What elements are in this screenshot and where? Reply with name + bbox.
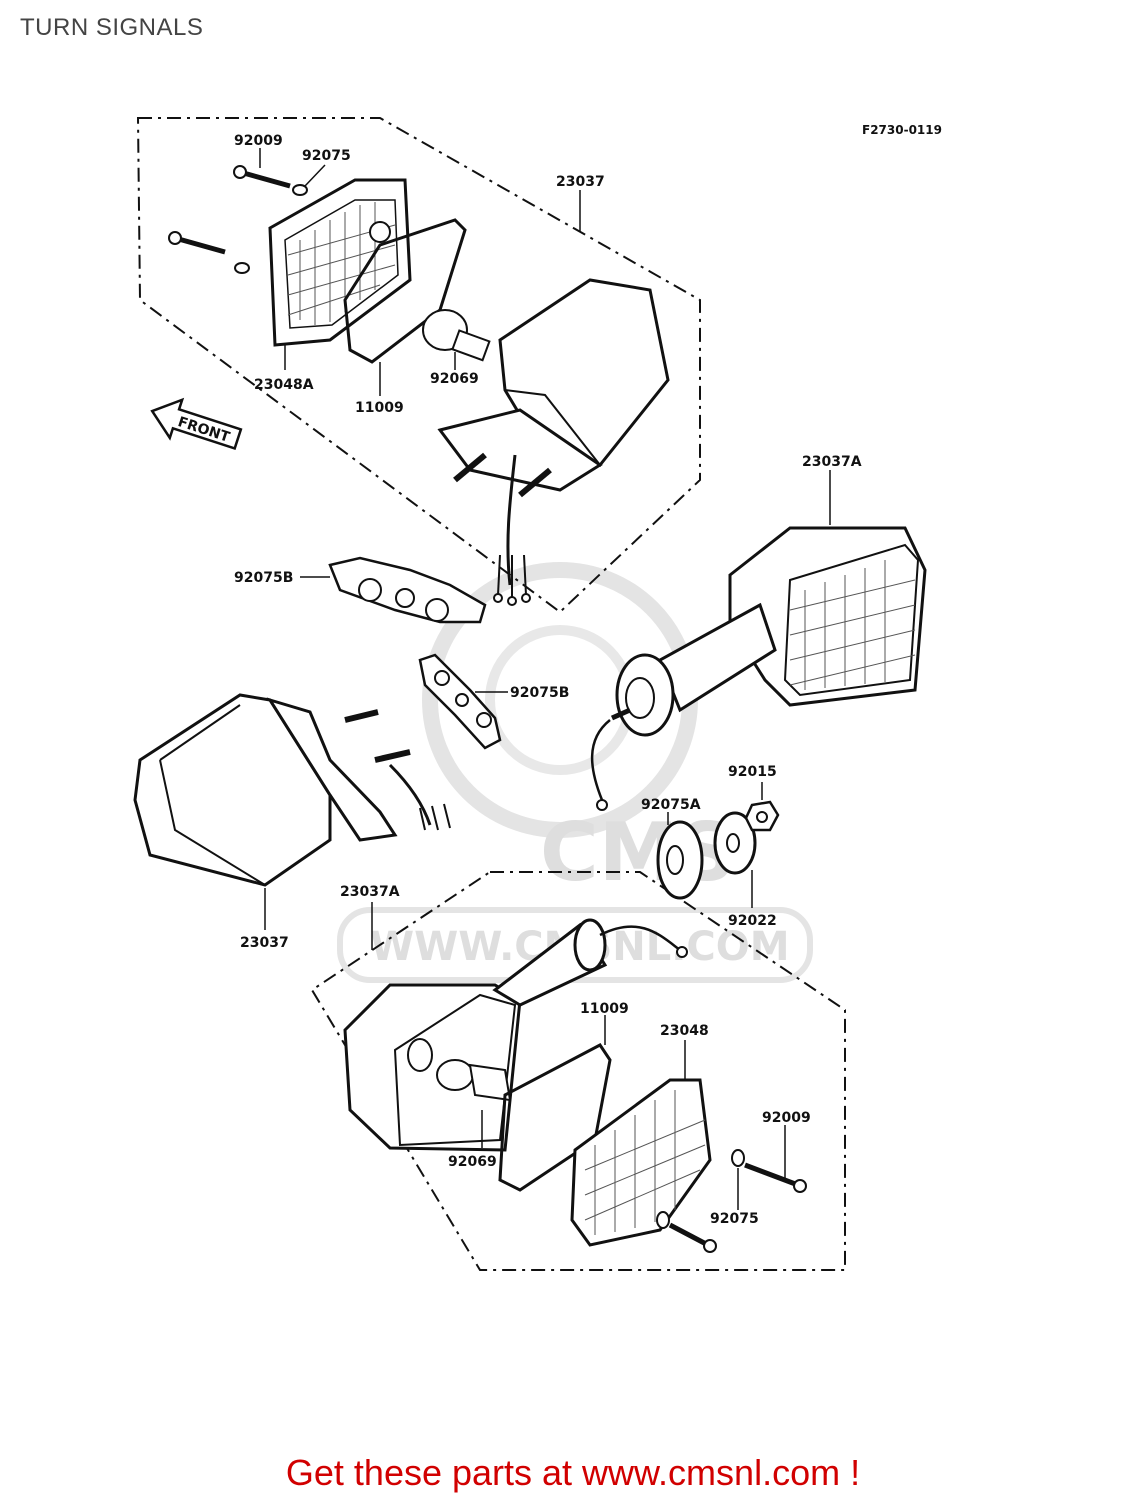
top-assembly-boundary — [136, 117, 701, 614]
grommet-92075A — [656, 812, 704, 900]
part-label-92075B-a: 92075B — [234, 570, 293, 586]
front-direction-arrow: FRONT — [150, 397, 243, 450]
nut-92015 — [744, 782, 780, 832]
part-label-11009-bottom: 11009 — [580, 1001, 629, 1017]
top-lens-23048A — [268, 178, 412, 347]
bulb-92069-bottom — [436, 1059, 512, 1148]
part-label-92075-bottom: 92075 — [710, 1211, 759, 1227]
part-label-11009-top: 11009 — [355, 400, 404, 416]
leaders-top — [259, 148, 581, 396]
diagram-code: F2730-0119 — [862, 123, 942, 137]
watermark-logo: CMS — [540, 806, 736, 899]
lens-23048 — [570, 1040, 712, 1247]
part-label-23037A-right: 23037A — [802, 454, 862, 470]
screw-92009-top-a — [233, 165, 291, 189]
part-label-92022: 92022 — [728, 913, 777, 929]
turn-signal-right-23037A — [590, 470, 927, 811]
top-gasket-11009 — [343, 218, 467, 364]
cta-link[interactable]: Get these parts at www.cmsnl.com ! — [285, 1452, 861, 1493]
washer-92075-top — [234, 184, 308, 274]
part-label-92075-top: 92075 — [302, 148, 351, 164]
part-label-92009-bottom: 92009 — [762, 1110, 811, 1126]
turn-signal-housing-top-23037 — [437, 278, 670, 606]
part-label-23037-top: 23037 — [556, 174, 605, 190]
washer-92075-bottom — [656, 1149, 745, 1229]
part-label-92075A: 92075A — [641, 797, 701, 813]
bottom-assembly-boundary — [310, 871, 846, 1271]
part-label-92069-bottom: 92069 — [448, 1154, 497, 1170]
part-label-92015: 92015 — [728, 764, 777, 780]
part-label-23048A: 23048A — [254, 377, 314, 393]
part-label-92009-top: 92009 — [234, 133, 283, 149]
screw-92009-bottom — [668, 1125, 807, 1253]
bulb-92069-top — [422, 309, 491, 362]
turn-signal-housing-bottom-23037A — [343, 902, 688, 1152]
gasket-92075B-a — [300, 556, 487, 624]
gasket-92075B-b — [418, 653, 508, 750]
screw-92009-top-b — [168, 231, 226, 255]
part-label-23037-left: 23037 — [240, 935, 289, 951]
washer-92022 — [713, 811, 757, 908]
part-label-92075B-b: 92075B — [510, 685, 569, 701]
part-label-23048: 23048 — [660, 1023, 709, 1039]
page-title: TURN SIGNALS — [20, 14, 204, 41]
turn-signal-left-23037 — [133, 693, 451, 930]
part-label-92069-top: 92069 — [430, 371, 479, 387]
part-label-23037A-bottom: 23037A — [340, 884, 400, 900]
